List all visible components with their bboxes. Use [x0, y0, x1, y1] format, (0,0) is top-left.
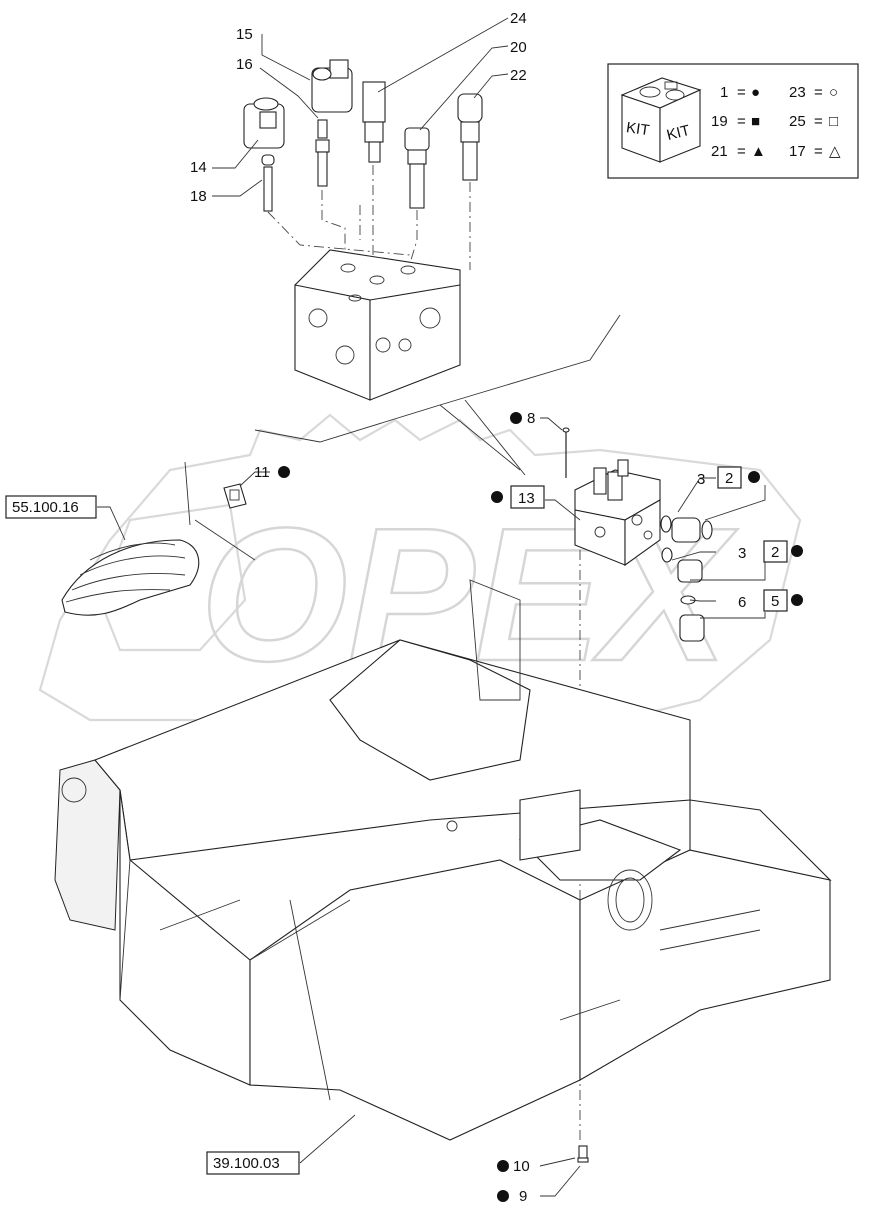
callout-3-lower: 3: [738, 545, 746, 562]
legend-eq-19: =: [737, 113, 746, 130]
callout-3-upper: 3: [697, 471, 705, 488]
callout-22: 22: [510, 67, 527, 84]
legend-eq-17: =: [814, 143, 823, 160]
callout-11: 11: [254, 464, 270, 481]
legend-num-23: 23: [789, 84, 806, 101]
callout-15: 15: [236, 26, 253, 43]
legend-symbol-1: ●: [751, 84, 760, 101]
legend-symbol-17: △: [829, 143, 841, 160]
ref-39-100-03-box[interactable]: [206, 1151, 300, 1175]
kit-dot-2-upper: [748, 471, 760, 483]
kit-dot-8: [510, 412, 522, 424]
hose-bundle: [61, 461, 256, 616]
ref-39-100-03[interactable]: 39.100.03: [213, 1155, 280, 1172]
kit-dot-9: [497, 1190, 509, 1202]
callout-20: 20: [510, 39, 527, 56]
callout-16: 16: [236, 56, 253, 73]
kit-box-text-1: KIT: [625, 119, 650, 139]
kit-box-icon: KIT KIT: [620, 77, 702, 163]
legend-symbol-23: ○: [829, 84, 838, 101]
reference-links[interactable]: 55.100.16 39.100.03: [5, 495, 300, 1175]
callout-5: 5: [771, 593, 779, 610]
callout-5-box: [763, 589, 788, 612]
legend-symbol-21: ▲: [751, 143, 766, 160]
legend-eq-1: =: [737, 84, 746, 101]
valve-block: [294, 249, 461, 401]
legend-symbol-25: □: [829, 113, 838, 130]
callout-6: 6: [738, 594, 746, 611]
callout-2-lower: 2: [771, 544, 779, 561]
callout-10: 10: [513, 1158, 530, 1175]
ref-55-100-16-box[interactable]: [5, 495, 97, 519]
chassis-frame: [54, 579, 832, 1141]
kit-dot-13: [491, 491, 503, 503]
callout-2-upper: 2: [725, 470, 733, 487]
callout-18: 18: [190, 188, 207, 205]
callout-2-upper-box: [717, 466, 742, 489]
kit-dot-5: [791, 594, 803, 606]
kit-dot-2-lower: [791, 545, 803, 557]
callouts: 15 16 14 18 24 20 22 8 11 13 3 2 3 2 6 5…: [190, 10, 803, 1205]
callout-9: 9: [519, 1188, 527, 1205]
legend-num-21: 21: [711, 143, 728, 160]
legend-num-1: 1: [720, 84, 728, 101]
legend-eq-25: =: [814, 113, 823, 130]
legend-symbol-19: ■: [751, 113, 760, 130]
ref-55-100-16[interactable]: 55.100.16: [12, 499, 79, 516]
callout-13-box: [510, 485, 545, 509]
kit-dot-11: [278, 466, 290, 478]
connector-part: [223, 483, 247, 509]
callout-24: 24: [510, 10, 527, 27]
kit-dot-10: [497, 1160, 509, 1172]
callout-8: 8: [527, 410, 535, 427]
legend-eq-21: =: [737, 143, 746, 160]
callout-2-lower-box: [763, 540, 788, 563]
callout-13: 13: [518, 490, 535, 507]
kit-box-text-2: KIT: [665, 122, 692, 144]
legend-eq-23: =: [814, 84, 823, 101]
legend-num-25: 25: [789, 113, 806, 130]
legend-num-19: 19: [711, 113, 728, 130]
manifold-block: [562, 427, 713, 1163]
legend-num-17: 17: [789, 143, 806, 160]
leader-lines: [97, 17, 766, 1197]
solenoid-valves-group: [243, 59, 483, 300]
callout-14: 14: [190, 159, 207, 176]
kit-legend: KIT KIT 1 = ● 23 = ○ 19 = ■ 25 = □ 21 = …: [607, 63, 859, 179]
